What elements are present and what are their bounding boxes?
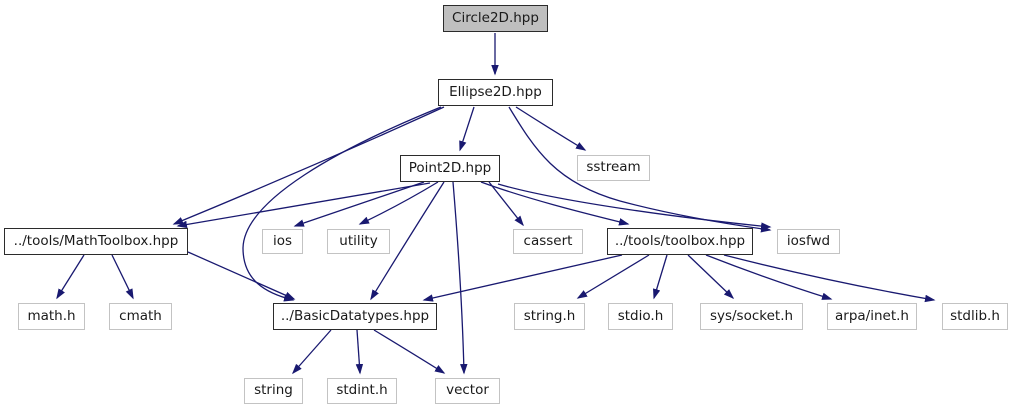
edge-point2d-to-cassert [488,181,524,227]
node-label-string_h: string.h [523,307,576,324]
node-stdlib_h: stdlib.h [942,303,1008,330]
node-mathtoolbox[interactable]: ../tools/MathToolbox.hpp [4,228,188,255]
node-point2d[interactable]: Point2D.hpp [400,155,500,182]
edge-point2d-to-basicdatatypes [370,181,445,301]
node-label-stdio_h: stdio.h [617,307,664,324]
edge-ellipse2d-to-point2d [459,106,475,152]
edge-toolbox-to-stdlib_h [723,254,936,303]
node-label-circle2d: Circle2D.hpp [452,9,539,26]
edge-toolbox-to-arpa_inet_h [705,254,833,300]
edge-basicdatatypes-to-vector [373,329,446,374]
node-vector: vector [435,378,500,404]
node-label-ios: ios [272,232,293,249]
edge-point2d-to-toolbox [480,181,630,226]
node-utility: utility [327,229,390,254]
edge-toolbox-to-sys_socket_h [687,254,735,300]
edge-basicdatatypes-to-string [292,329,332,375]
edge-mathtoolbox-to-basicdatatypes [187,251,296,300]
edge-mathtoolbox-to-math_h [56,254,85,300]
node-label-point2d: Point2D.hpp [408,159,492,176]
node-label-stdlib_h: stdlib.h [950,307,1000,324]
node-label-arpa_inet_h: arpa/inet.h [835,307,909,324]
node-arpa_inet_h: arpa/inet.h [827,303,917,330]
node-cmath: cmath [109,303,172,330]
node-cassert: cassert [513,229,583,254]
node-label-sys_socket_h: sys/socket.h [709,307,794,324]
node-ios: ios [262,229,303,254]
node-iosfwd: iosfwd [777,229,840,254]
edge-basicdatatypes-to-stdint_h [355,329,364,375]
node-label-stdint_h: stdint.h [336,382,388,399]
node-stdint_h: stdint.h [327,378,397,404]
node-label-ellipse2d: Ellipse2D.hpp [449,83,542,100]
edge-point2d-to-iosfwd [497,183,772,230]
node-basicdatatypes[interactable]: ../BasicDatatypes.hpp [273,303,437,330]
node-string: string [244,378,303,404]
edge-point2d-to-ios [293,181,425,227]
edge-point2d-to-mathtoolbox [176,182,431,229]
edge-ellipse2d-to-basicdatatypes [242,106,442,302]
node-label-cmath: cmath [119,307,162,324]
node-label-iosfwd: iosfwd [786,232,831,249]
edge-ellipse2d-to-iosfwd [508,106,772,233]
edge-ellipse2d-to-sstream [515,106,587,151]
node-toolbox[interactable]: ../tools/toolbox.hpp [607,228,753,255]
node-label-sstream: sstream [586,159,641,176]
node-label-vector: vector [446,382,489,399]
node-sstream: sstream [577,155,650,181]
node-label-toolbox: ../tools/toolbox.hpp [614,232,746,249]
node-label-mathtoolbox: ../tools/MathToolbox.hpp [13,232,179,249]
node-ellipse2d[interactable]: Ellipse2D.hpp [438,79,553,106]
node-label-math_h: math.h [27,307,76,324]
node-math_h: math.h [18,303,85,330]
edge-point2d-to-vector [452,181,468,375]
node-circle2d[interactable]: Circle2D.hpp [443,5,548,32]
node-stdio_h: stdio.h [608,303,673,330]
node-label-string: string [254,382,293,399]
node-label-cassert: cassert [523,232,573,249]
node-label-utility: utility [339,232,378,249]
edge-point2d-to-utility [358,181,439,225]
edge-mathtoolbox-to-cmath [111,254,134,300]
node-label-basicdatatypes: ../BasicDatatypes.hpp [280,307,430,324]
edge-ellipse2d-to-mathtoolbox [172,106,445,225]
edge-toolbox-to-string_h [576,254,650,299]
edge-toolbox-to-basicdatatypes [422,254,623,302]
node-string_h: string.h [514,303,585,330]
edge-toolbox-to-stdio_h [653,254,668,300]
node-sys_socket_h: sys/socket.h [700,303,803,330]
